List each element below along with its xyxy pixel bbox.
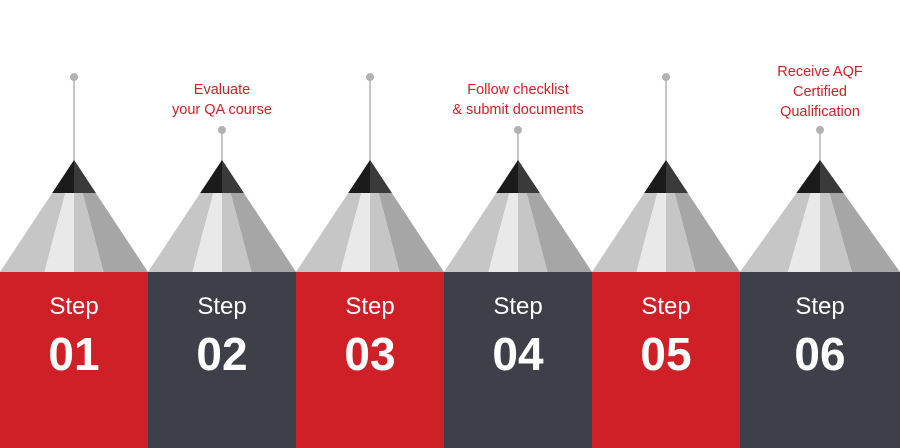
- step-number: 01: [48, 328, 100, 380]
- pencil-wood-facet: [370, 160, 444, 272]
- pencil-step-2: [148, 126, 296, 272]
- step-block-1: Step 01: [0, 272, 148, 448]
- step-word: Step: [493, 293, 543, 320]
- step-number: 06: [794, 328, 846, 380]
- pencil-step-6: [740, 126, 900, 272]
- step-block-3: Step 03: [296, 272, 444, 448]
- pencil-lead-shade: [370, 160, 392, 193]
- pencil-step-3: [296, 73, 444, 272]
- pencil-wood-facet: [740, 160, 820, 272]
- pencil-wood-facet: [444, 160, 518, 272]
- pencil-wood-facet: [636, 160, 666, 272]
- step-number: 02: [196, 328, 248, 380]
- pencil-wood-facet: [820, 160, 900, 272]
- pin-dot: [70, 73, 78, 81]
- pencil-lead-shade: [74, 160, 96, 193]
- pencil-step-1: [0, 73, 148, 272]
- pencil-lead-shade: [666, 160, 688, 193]
- pencil-lead-shade: [518, 160, 540, 193]
- step-word: Step: [641, 293, 691, 320]
- pin-dot: [366, 73, 374, 81]
- pencil-wood-facet: [0, 160, 74, 272]
- step-word: Step: [197, 293, 247, 320]
- pencil-step-4: [444, 126, 592, 272]
- step-word: Step: [795, 293, 845, 320]
- pin-dot: [816, 126, 824, 134]
- pencil-lead-shade: [222, 160, 244, 193]
- step-block-2: Step 02: [148, 272, 296, 448]
- pencil-wood-facet: [74, 160, 104, 272]
- pin-dot: [218, 126, 226, 134]
- step-number: 03: [344, 328, 396, 380]
- step-block-6: Step 06: [740, 272, 900, 448]
- step-caption-6: Receive AQF Certified Qualification: [777, 64, 863, 120]
- pencil-wood-facet: [44, 160, 74, 272]
- step-caption-4: Follow checklist & submit documents: [452, 82, 584, 118]
- step-number: 04: [492, 328, 544, 380]
- step-block-5: Step 05: [592, 272, 740, 448]
- step-word: Step: [49, 293, 99, 320]
- step-number: 05: [640, 328, 692, 380]
- step-block-4: Step 04: [444, 272, 592, 448]
- pin-dot: [514, 126, 522, 134]
- pin-dot: [662, 73, 670, 81]
- pencil-lead-shade: [820, 160, 844, 193]
- step-word: Step: [345, 293, 395, 320]
- pencil-wood-facet: [296, 160, 370, 272]
- pencil-step-5: [592, 73, 740, 272]
- step-caption-2: Evaluate your QA course: [172, 82, 272, 118]
